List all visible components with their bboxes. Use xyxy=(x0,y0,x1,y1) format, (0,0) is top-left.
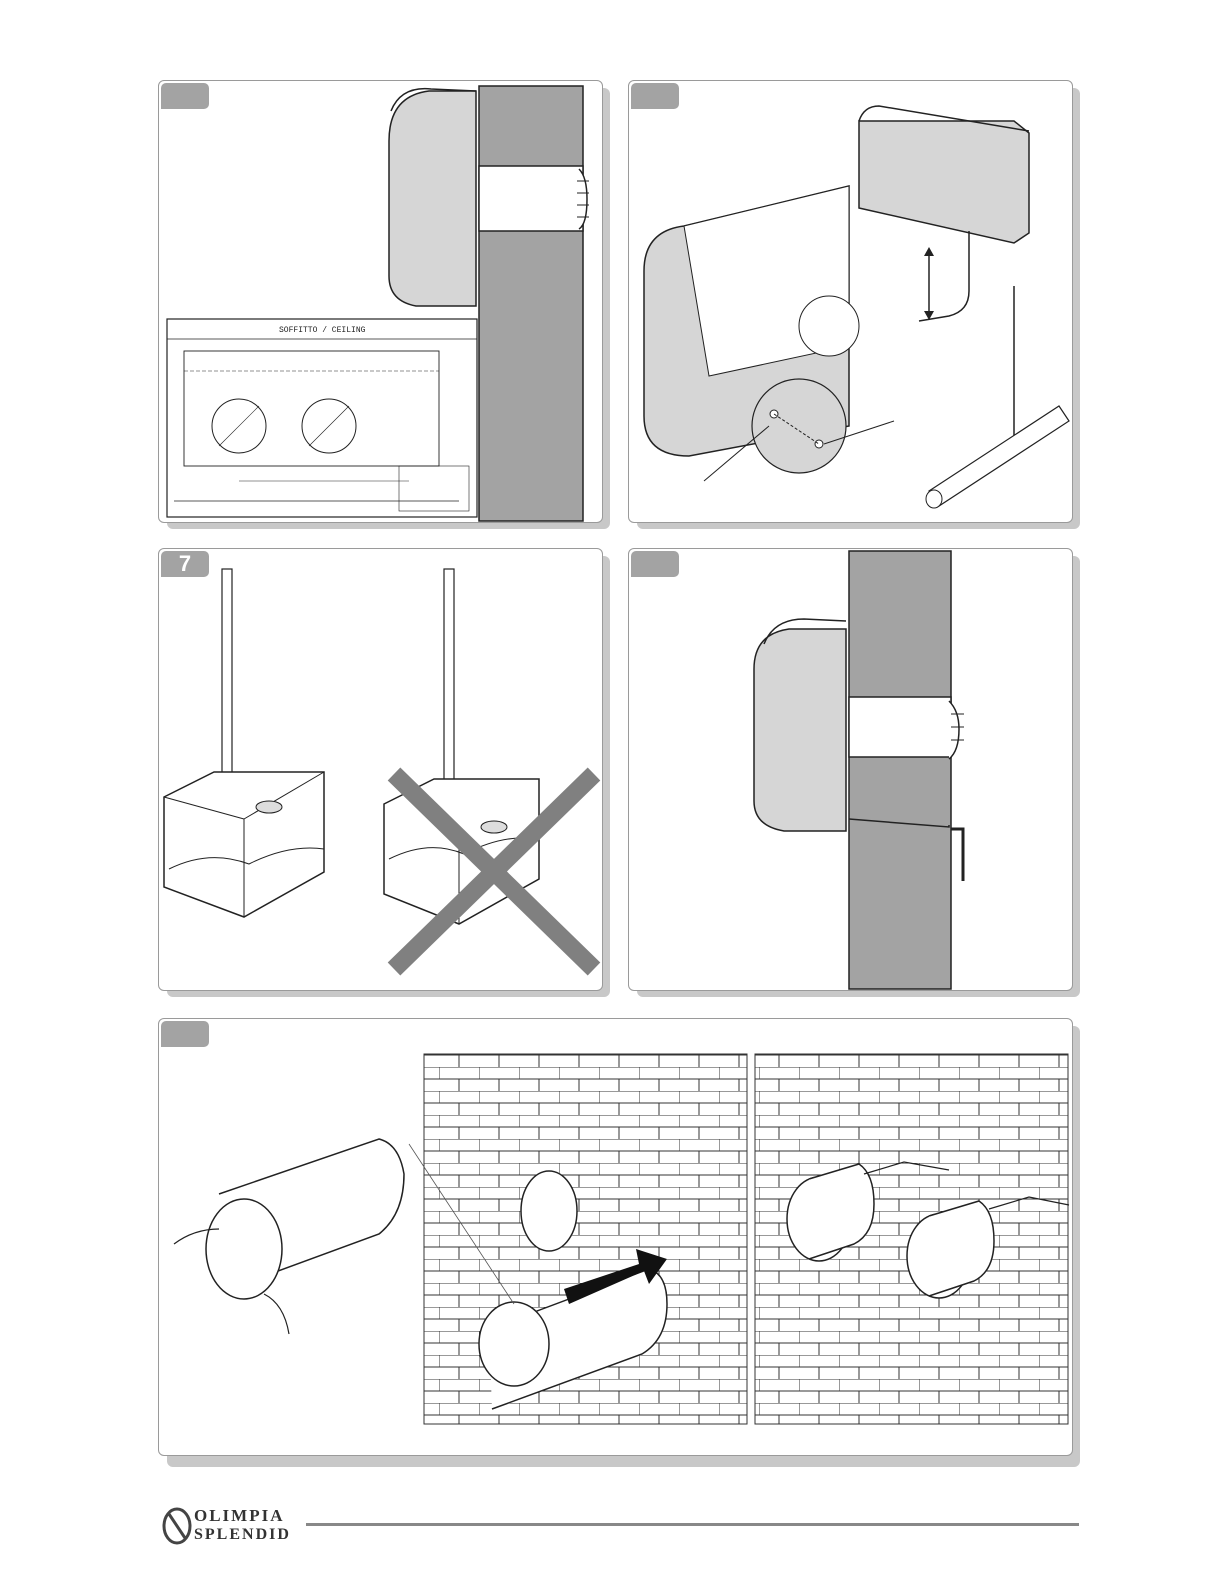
panel-5 xyxy=(158,1018,1073,1456)
wall-drain-illustration xyxy=(629,549,1072,990)
brand-logo-icon xyxy=(157,1506,197,1546)
brand-name-bottom: SPLENDID xyxy=(194,1526,291,1544)
tank-drain-illustration xyxy=(159,549,602,990)
footer-rule xyxy=(306,1523,1079,1526)
panel-2 xyxy=(628,80,1073,523)
panel-4 xyxy=(628,548,1073,991)
wall-mount-illustration: SOFFITTO / CEILING xyxy=(159,81,602,522)
brand-name-top: OLIMPIA xyxy=(194,1506,285,1526)
ceiling-label: SOFFITTO / CEILING xyxy=(279,326,366,335)
panel-3: 7 xyxy=(158,548,603,991)
wall-sleeve-illustration xyxy=(159,1019,1072,1455)
panel-1: SOFFITTO / CEILING xyxy=(158,80,603,523)
drain-pipe-illustration xyxy=(629,81,1072,522)
